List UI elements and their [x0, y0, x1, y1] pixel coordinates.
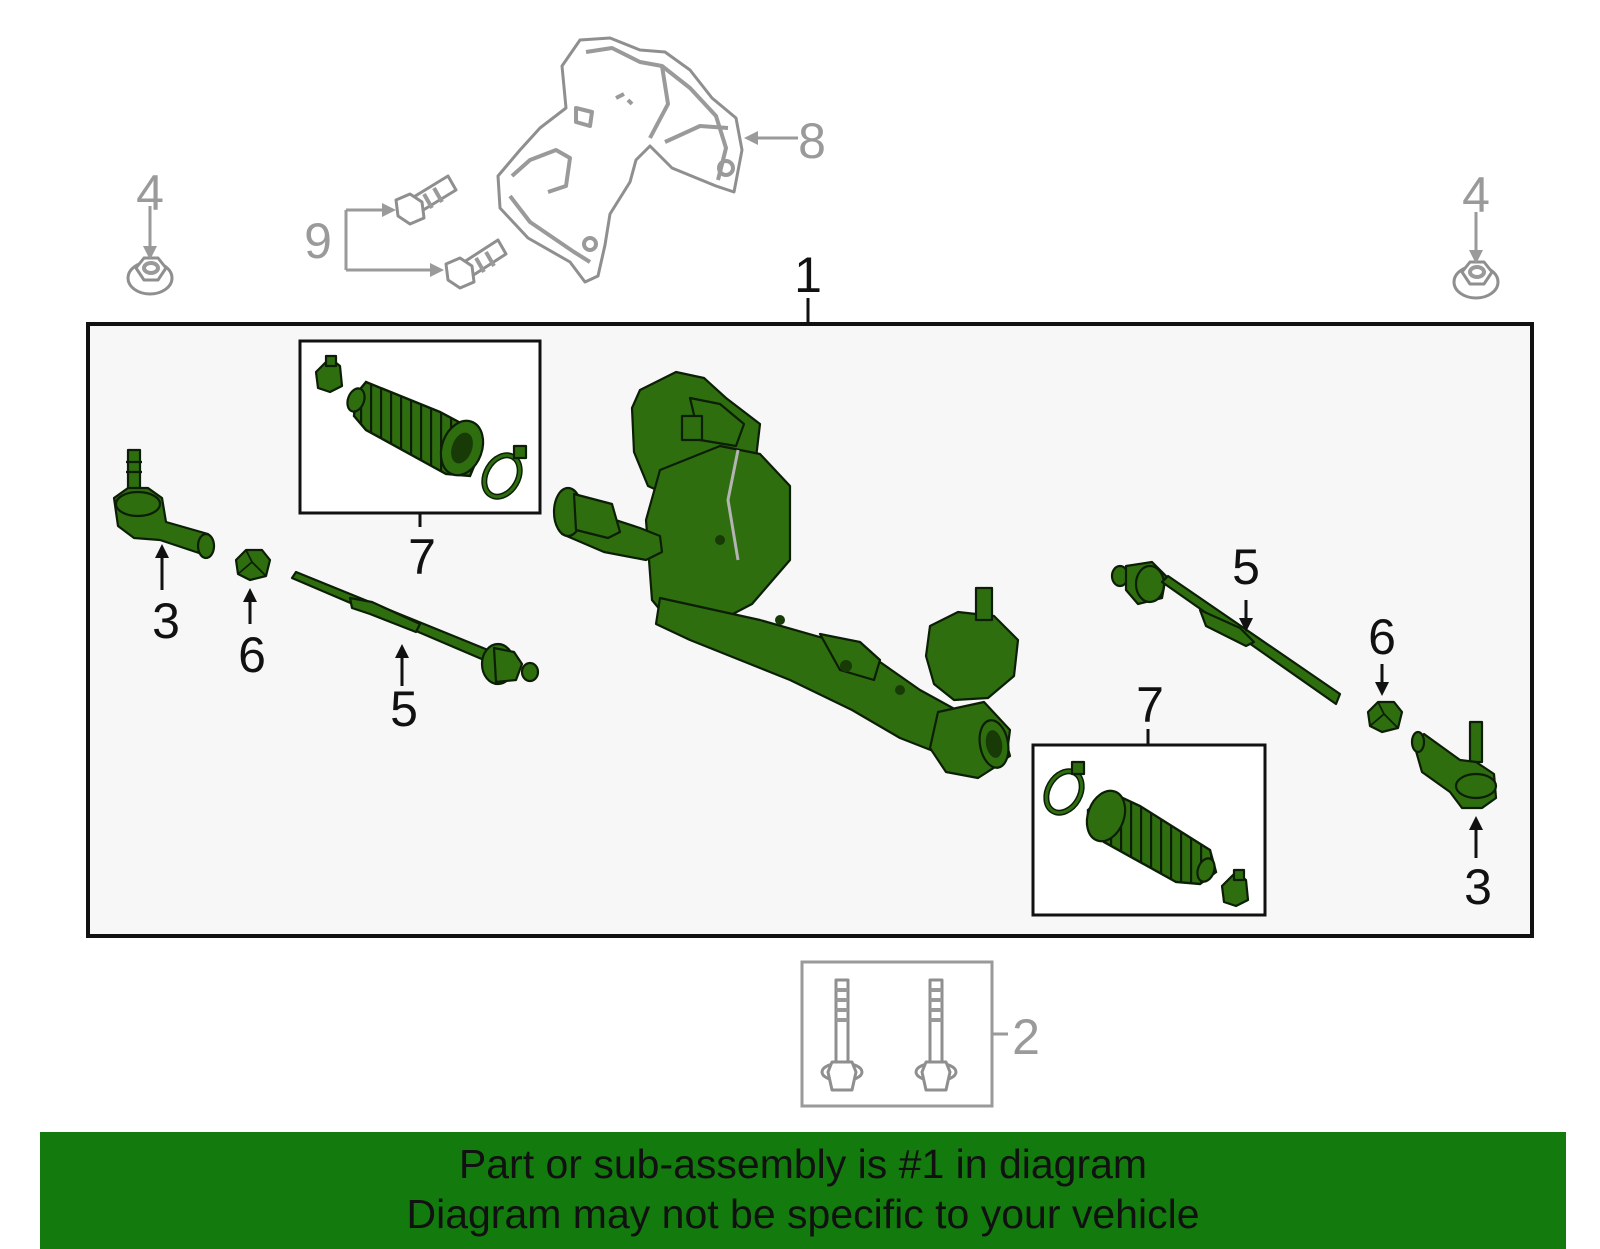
disclaimer-banner: Part or sub-assembly is #1 in diagram Di… [40, 1132, 1566, 1249]
callout-7-bottom: 7 [1136, 677, 1164, 733]
mounting-bolt-part-2-left [820, 978, 864, 1092]
bolt-part-9-lower[interactable] [444, 238, 508, 290]
callout-1: 1 [794, 247, 822, 303]
boot-clamp-ring-bottom [1043, 760, 1086, 816]
banner-line-1: Part or sub-assembly is #1 in diagram [458, 1141, 1148, 1187]
bellows-boot-bottom [1085, 789, 1218, 886]
nut-part-4-left[interactable] [126, 256, 174, 296]
callout-4-left: 4 [136, 165, 164, 221]
boot-clamp-ring-top [481, 444, 528, 500]
heat-shield-part-8[interactable] [496, 36, 744, 284]
callout-9: 9 [304, 213, 332, 269]
nut-part-4-right[interactable] [1452, 260, 1500, 300]
inner-tie-rod-part-5-right[interactable] [1110, 560, 1342, 706]
callout-4-right: 4 [1462, 167, 1490, 223]
callout-7-top: 7 [408, 529, 436, 585]
banner-line-2: Diagram may not be specific to your vehi… [406, 1191, 1200, 1237]
tie-rod-end-part-3-right[interactable] [1410, 720, 1498, 810]
inner-tie-rod-part-5-left[interactable] [290, 570, 540, 686]
jam-nut-part-6-left[interactable] [234, 548, 272, 582]
bellows-boot-top [346, 380, 485, 478]
callout-3-right: 3 [1464, 859, 1492, 915]
callout-2: 2 [1012, 1009, 1040, 1065]
callout-3-left: 3 [152, 593, 180, 649]
callout-6-left: 6 [238, 627, 266, 683]
mounting-bolt-part-2-right [914, 978, 958, 1092]
jam-nut-part-6-right[interactable] [1366, 700, 1404, 734]
callout-6-right: 6 [1368, 609, 1396, 665]
steering-gear-housing[interactable] [552, 370, 1020, 780]
callout-5-left: 5 [390, 681, 418, 737]
boot-clamp-small-top [314, 354, 344, 394]
boot-clamp-small-bottom [1220, 868, 1250, 908]
callout-8: 8 [798, 113, 826, 169]
callout-5-right: 5 [1232, 539, 1260, 595]
tie-rod-end-part-3-left[interactable] [112, 448, 216, 560]
bolt-part-9-upper[interactable] [394, 174, 458, 226]
